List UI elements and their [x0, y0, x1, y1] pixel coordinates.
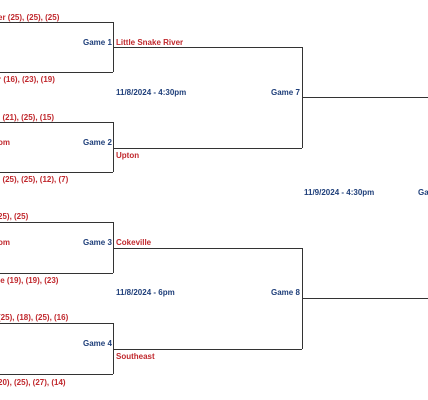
game3-connector: [113, 222, 114, 273]
game8-time: 11/8/2024 - 6pm: [116, 288, 175, 297]
game1-winner-line: [113, 47, 302, 48]
game1-bottom-score: r (16), (23), (19): [0, 75, 55, 84]
game2-top-score: , (21), (25), (15): [0, 113, 55, 122]
game3-winner: Cokeville: [116, 238, 152, 247]
game3-label: Game 3: [83, 238, 112, 247]
game2-connector: [113, 122, 114, 172]
final-game-label: Ga: [418, 188, 428, 197]
game7-winner-line: [302, 97, 428, 98]
game4-bottom-line: [0, 374, 113, 375]
game4-winner-line: [113, 349, 302, 350]
game2-top-line: [0, 122, 113, 123]
game2-bottom-score: , (25), (25), (12), (7): [0, 175, 69, 184]
game8-label: Game 8: [271, 288, 300, 297]
game4-connector: [113, 323, 114, 374]
game4-bottom-score: 20), (25), (27), (14): [0, 378, 66, 387]
game3-winner-line: [113, 248, 302, 249]
game7-label: Game 7: [271, 88, 300, 97]
game3-top-line: [0, 222, 113, 223]
game4-top-score: (25), (18), (25), (16): [0, 313, 69, 322]
game2-bottom-line: [0, 172, 113, 173]
game4-winner: Southeast: [116, 352, 155, 361]
game7-time: 11/8/2024 - 4:30pm: [116, 88, 187, 97]
game1-top-line: [0, 22, 113, 23]
game1-winner: Little Snake River: [116, 38, 184, 47]
game4-label: Game 4: [83, 339, 112, 348]
game2-winner: Upton: [116, 151, 140, 160]
game2-label: Game 2: [83, 138, 112, 147]
game8-winner-line: [302, 298, 428, 299]
final-time: 11/9/2024 - 4:30pm: [304, 188, 375, 197]
game3-bottom-score: ie (19), (19), (23): [0, 276, 59, 285]
game4-top-line: [0, 323, 113, 324]
game1-label: Game 1: [83, 38, 112, 47]
game2-top-name: om: [0, 138, 10, 147]
game1-bottom-line: [0, 72, 113, 73]
game3-bottom-line: [0, 273, 113, 274]
game1-top-score: er (25), (25), (25): [0, 13, 60, 22]
game3-top-score: 25), (25): [0, 212, 29, 221]
game3-top-name: om: [0, 238, 10, 247]
game2-winner-line: [113, 148, 302, 149]
